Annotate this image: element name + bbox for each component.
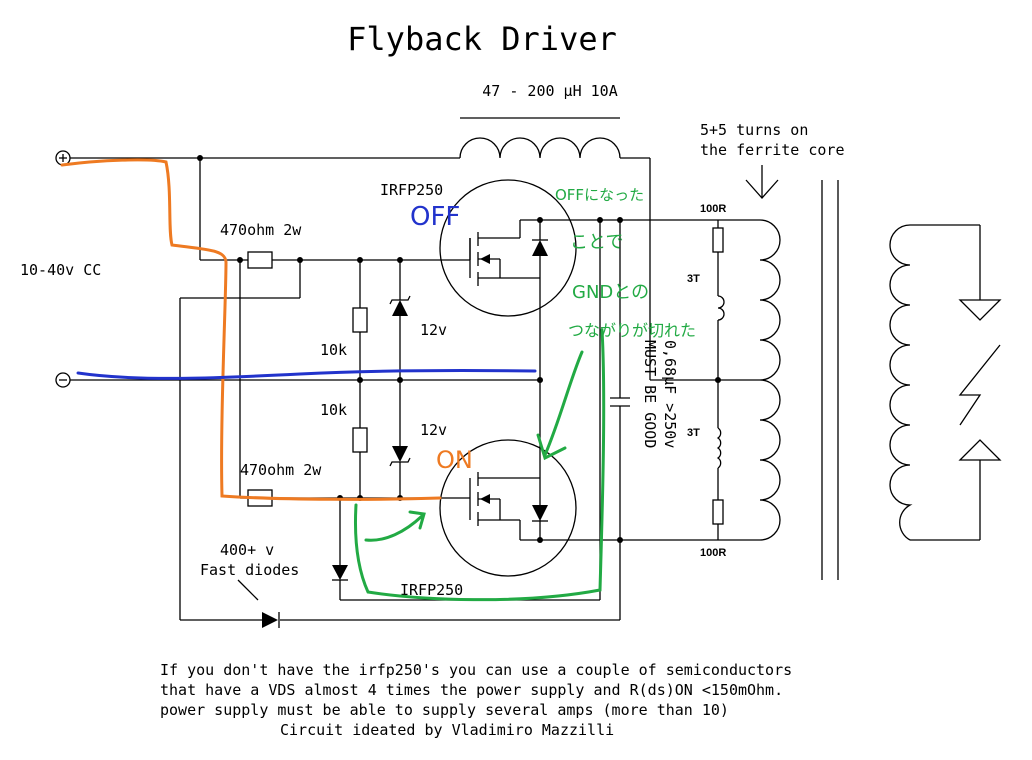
green-arrow-down xyxy=(536,350,584,461)
green-path xyxy=(354,328,606,602)
zener-top-label: 12v xyxy=(420,321,447,339)
inductor-3t-top xyxy=(717,295,725,321)
footer-line2: that have a VDS almost 4 times the power… xyxy=(160,681,783,699)
core-arrow-icon xyxy=(745,165,779,199)
mosfet-bottom-label: IRFP250 xyxy=(400,581,463,599)
resistor-gate-top xyxy=(247,251,273,269)
ferrite-core xyxy=(821,180,839,580)
mosfet-bottom xyxy=(439,439,577,577)
resistor-10k-top-label: 10k xyxy=(320,341,347,359)
spark-gap-icon xyxy=(958,299,1002,461)
inductor-label: 47 - 200 µH 10A xyxy=(482,82,617,100)
diodes-type-label: Fast diodes xyxy=(200,561,299,579)
main-inductor-symbol xyxy=(459,137,621,159)
minus-terminal xyxy=(55,372,71,388)
note-line1: OFFになった xyxy=(555,186,644,204)
fast-diode-vertical xyxy=(332,565,348,581)
capacitor-symbol xyxy=(610,397,630,407)
resistor-100r-bottom-label: 100R xyxy=(700,547,726,559)
fast-diode-horizontal xyxy=(262,612,280,628)
core-note-line2: the ferrite core xyxy=(700,141,845,159)
resistor-10k-bottom xyxy=(352,427,368,453)
resistor-10k-top xyxy=(352,307,368,333)
mosfet-top xyxy=(439,179,577,317)
zener-bottom-label: 12v xyxy=(420,421,447,439)
resistor-gate-bottom-label: 470ohm 2w xyxy=(240,461,322,479)
capacitor-warning: MUST BE GOOD xyxy=(641,340,659,448)
blue-ground-path xyxy=(76,368,537,380)
orange-current-path xyxy=(60,158,442,501)
inductor-3t-bottom xyxy=(716,427,722,469)
resistor-100r-top-label: 100R xyxy=(700,203,726,215)
resistor-100r-bottom xyxy=(712,499,724,525)
core-note-line1: 5+5 turns on xyxy=(700,121,808,139)
footer-line3: power supply must be able to supply seve… xyxy=(160,701,729,719)
green-arrow-right xyxy=(364,510,426,542)
inductor-3t-bottom-label: 3T xyxy=(687,427,700,439)
capacitor-label: 0,68µF >250v xyxy=(661,340,679,448)
off-annotation: OFF xyxy=(410,202,460,232)
note-line4: つながりが切れた xyxy=(568,321,696,340)
diagram-title: Flyback Driver xyxy=(347,20,617,58)
junction-dots xyxy=(197,155,721,543)
footer-line1: If you don't have the irfp250's you can … xyxy=(160,661,792,679)
note-line2: ことで xyxy=(570,232,623,253)
circuit-wiring xyxy=(70,157,981,621)
secondary-winding xyxy=(889,224,913,541)
zener-diode-top xyxy=(389,295,411,316)
input-voltage-label: 10-40v CC xyxy=(20,261,101,279)
mosfet-top-label: IRFP250 xyxy=(380,181,443,199)
inductor-3t-top-label: 3T xyxy=(687,273,700,285)
resistor-gate-top-label: 470ohm 2w xyxy=(220,221,302,239)
note-line3: GNDとの xyxy=(572,282,649,303)
footer-credit: Circuit ideated by Vladimiro Mazzilli xyxy=(280,721,614,739)
zener-diode-bottom xyxy=(389,446,411,467)
resistor-100r-top xyxy=(712,227,724,253)
diodes-voltage-label: 400+ v xyxy=(220,541,274,559)
diode-pointer xyxy=(237,579,259,601)
resistor-10k-bottom-label: 10k xyxy=(320,401,347,419)
on-annotation: ON xyxy=(436,446,473,474)
primary-winding xyxy=(759,219,781,541)
